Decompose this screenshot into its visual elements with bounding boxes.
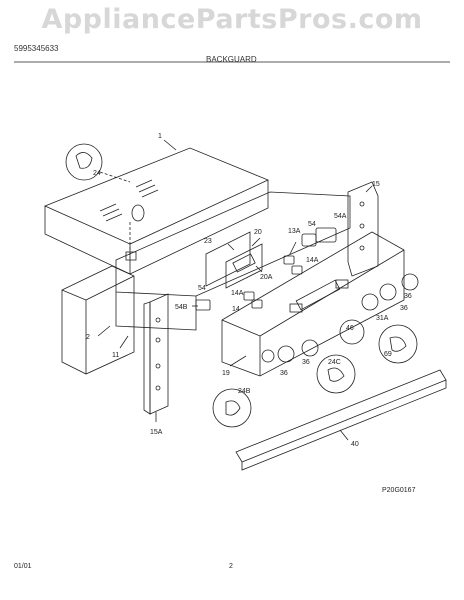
callout-54a: 54A (334, 213, 347, 220)
callout-20: 20 (254, 229, 262, 236)
page-number: 2 (229, 563, 233, 570)
callout-46: 46 (346, 325, 354, 332)
callout-2: 2 (86, 334, 90, 341)
backguard-panel-part (115, 191, 351, 331)
rear-cover-part (43, 147, 269, 275)
callout-15a: 15A (150, 429, 163, 436)
callout-36-a: 36 (404, 293, 412, 300)
callout-54b: 54B (175, 304, 188, 311)
watermark: AppliancePartsPros.com (41, 4, 423, 35)
callout-15: 15 (372, 181, 380, 188)
callout-31a: 31A (376, 315, 389, 322)
left-side-rail-part (143, 293, 169, 415)
callout-54: 54 (308, 221, 316, 228)
callout-36-b: 36 (400, 305, 408, 312)
detail-circles (65, 143, 418, 428)
callout-19: 19 (222, 370, 230, 377)
left-end-bracket-part (61, 265, 135, 375)
right-side-rail-part (347, 181, 379, 277)
callout-14a-lower: 14A (231, 290, 244, 297)
callout-14: 14 (232, 306, 240, 313)
callout-24c: 24C (328, 359, 341, 366)
model-number: 5995345633 (14, 44, 59, 53)
callout-14a-upper: 14A (306, 257, 319, 264)
front-trim-part (235, 369, 447, 471)
switch-parts (195, 227, 349, 313)
callout-36-d: 36 (280, 370, 288, 377)
leader-lines (97, 139, 373, 441)
callout-1: 1 (158, 133, 162, 140)
callout-13a: 13A (288, 228, 301, 235)
footer-date: 01/01 (14, 563, 32, 570)
callout-69: 69 (384, 351, 392, 358)
section-title: BACKGUARD (206, 55, 257, 64)
callout-20a: 20A (260, 274, 273, 281)
callout-24: 24 (93, 170, 101, 177)
callout-labels: 1 24 15 54A 54 13A 20 23 14A 20A 54 14A … (14, 133, 416, 570)
callout-24b: 24B (238, 388, 251, 395)
callout-36-c: 36 (302, 359, 310, 366)
control-panel-part (221, 231, 405, 377)
callout-54-left: 54 (198, 285, 206, 292)
electronic-clock-part (205, 231, 263, 289)
callout-23: 23 (204, 238, 212, 245)
control-knobs (261, 273, 419, 363)
callout-11: 11 (112, 352, 119, 359)
figure-code: P20G0167 (382, 487, 416, 494)
callout-40: 40 (351, 441, 359, 448)
